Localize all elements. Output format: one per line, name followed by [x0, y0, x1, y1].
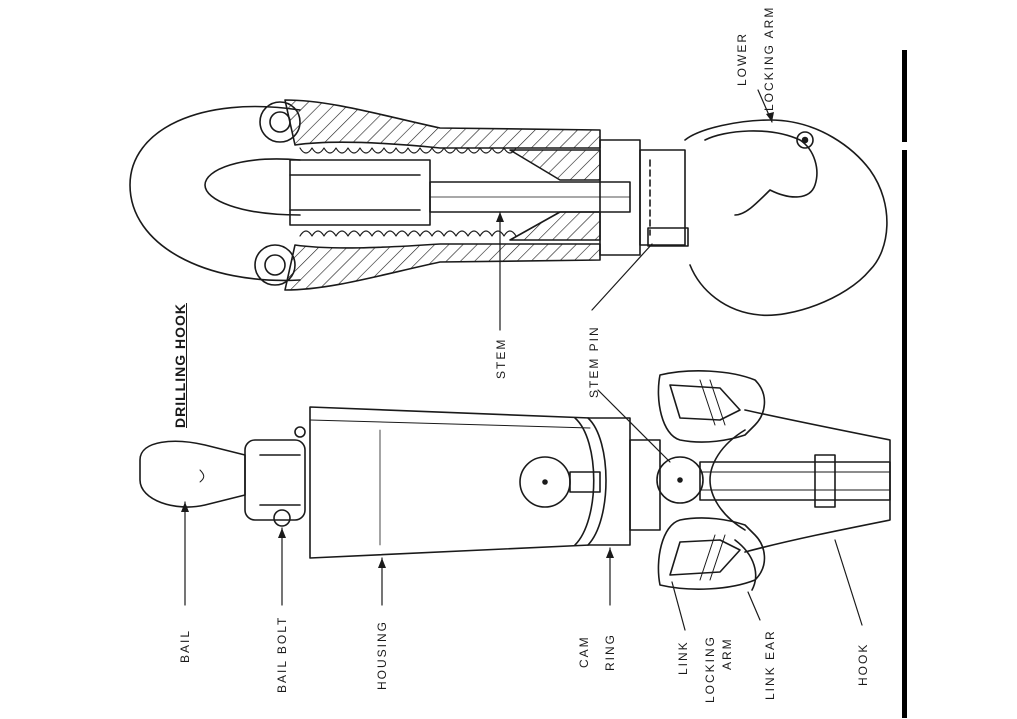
- label-bail-bolt: BAIL BOLT: [275, 615, 289, 693]
- bail-eye: [244, 439, 306, 521]
- label-locking-arm: LOCKING ARM: [762, 5, 776, 111]
- label-link: LINK: [676, 640, 690, 675]
- leader-stem-pin-section: [591, 243, 653, 311]
- label-arm: ARM: [720, 637, 734, 670]
- section-spring-lower: [299, 230, 517, 237]
- link-ear: [734, 539, 757, 591]
- section-lower-locking-arm: [684, 119, 888, 317]
- link-locking-arm-upper: [657, 370, 766, 443]
- section-arm-pin: [796, 131, 814, 149]
- section-spring-upper: [299, 147, 517, 154]
- external-view: [139, 370, 891, 591]
- section-bail-loop: [129, 105, 301, 282]
- section-stem-pin: [647, 227, 689, 247]
- section-view: [129, 99, 888, 317]
- hook: [744, 409, 891, 553]
- leader-hook: [834, 539, 863, 626]
- hook-tongue: [699, 461, 891, 501]
- bail-bolt: [273, 509, 291, 527]
- leader-arrowheads: [181, 112, 774, 568]
- label-ring: RING: [603, 633, 617, 671]
- leader-lines: [184, 89, 863, 631]
- section-cam-block: [599, 139, 641, 256]
- diagram-title: DRILLING HOOK: [172, 303, 188, 428]
- label-housing: HOUSING: [375, 619, 389, 690]
- section-bail-inner: [204, 158, 301, 216]
- section-lower-pin-boss: [254, 244, 296, 286]
- label-stem: STEM: [494, 337, 508, 379]
- section-inner-bore: [289, 159, 431, 226]
- right-border-bar-lower: [902, 150, 907, 718]
- bail: [139, 440, 246, 508]
- label-cam: CAM: [577, 635, 591, 668]
- label-locking: LOCKING: [703, 634, 717, 703]
- leader-stem-pin-external: [597, 389, 671, 463]
- section-upper-pin-boss: [259, 101, 301, 143]
- right-border-bar-upper: [902, 50, 907, 142]
- link-locking-arm-lower: [657, 517, 766, 590]
- leader-link-ear: [747, 591, 761, 621]
- section-cam: [509, 149, 601, 181]
- label-hook: HOOK: [856, 642, 870, 686]
- label-lower: LOWER: [735, 31, 749, 86]
- leader-link-locking-arm: [671, 581, 686, 631]
- label-link-ear: LINK EAR: [763, 629, 777, 700]
- stem-pin-knob: [656, 456, 704, 504]
- label-stem-pin: STEM PIN: [587, 325, 601, 398]
- cam-ring: [574, 417, 595, 546]
- section-housing-lower-wall: [284, 243, 601, 291]
- label-bail: BAIL: [178, 628, 192, 663]
- housing: [309, 406, 631, 559]
- section-housing-upper-wall: [284, 99, 601, 149]
